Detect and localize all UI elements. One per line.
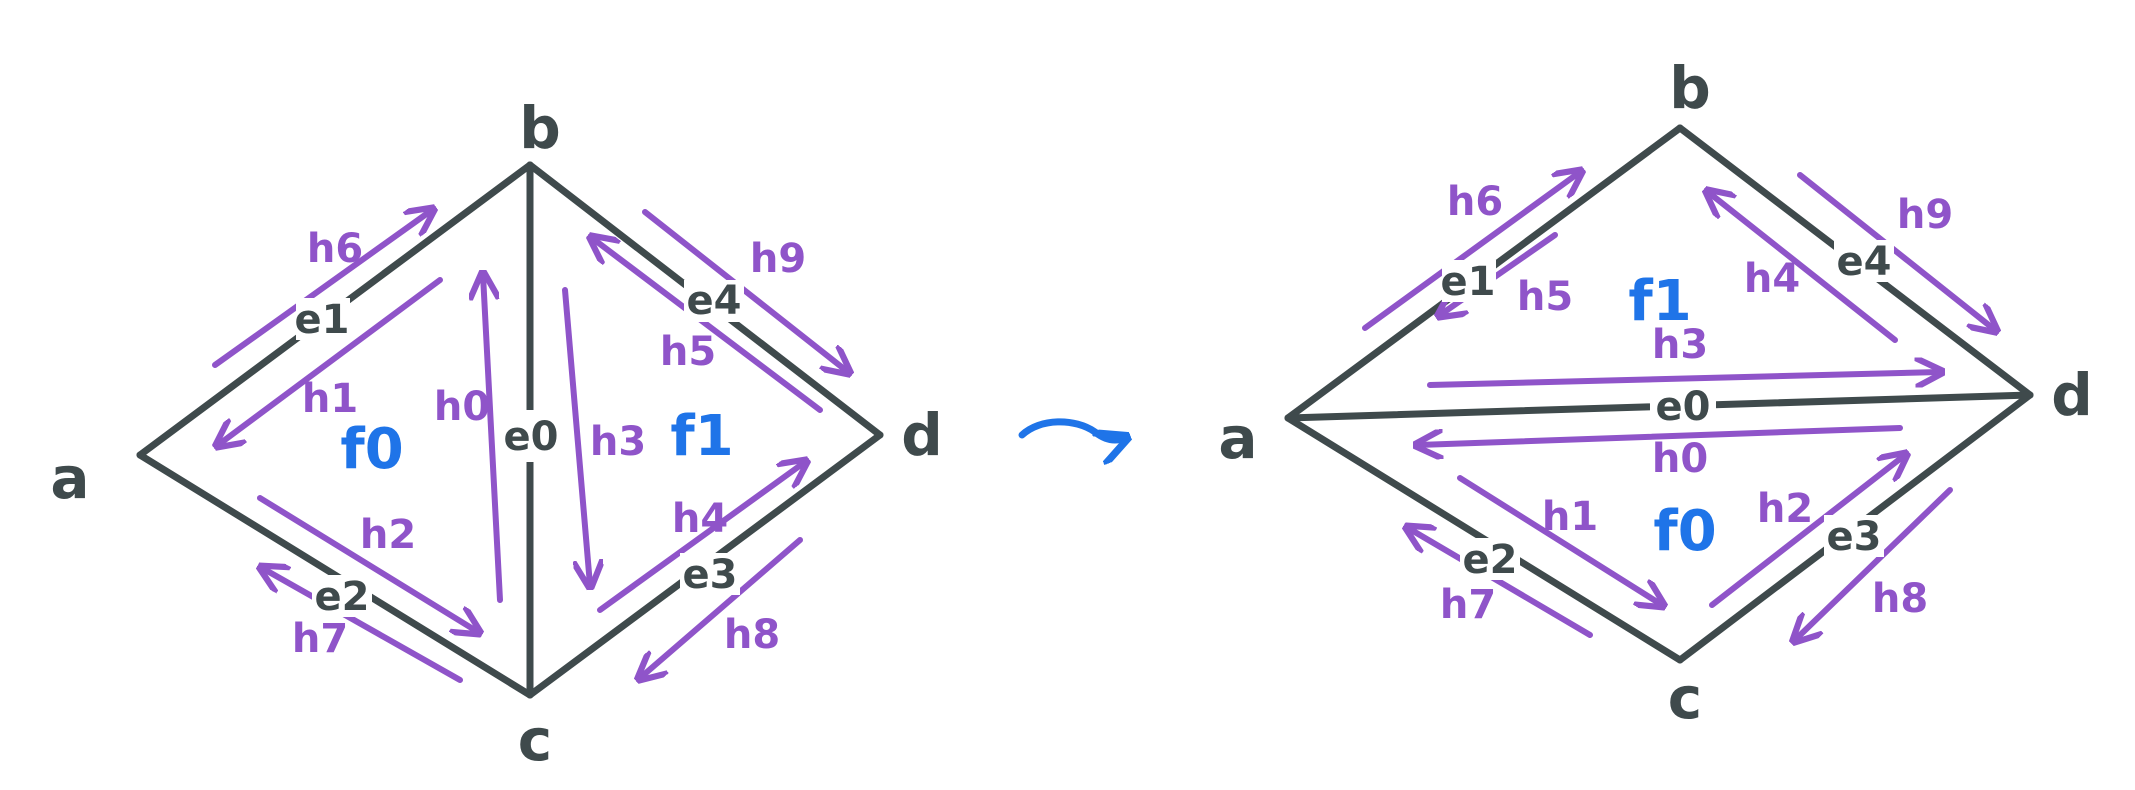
right-halfedge-h7 xyxy=(1408,528,1593,638)
right-vertex-label-b: b xyxy=(1669,54,1711,122)
left-halfedge-label-h3: h3 xyxy=(590,419,646,465)
left-halfedge-h9 xyxy=(642,209,848,372)
left-halfedge-label-h2: h2 xyxy=(360,512,416,558)
right-halfedge-label-h0: h0 xyxy=(1652,436,1708,482)
right-halfedge-label-h1: h1 xyxy=(1542,494,1598,540)
right-face-label-f1: f1 xyxy=(1628,269,1691,334)
right-halfedge-label-h8: h8 xyxy=(1872,576,1928,622)
left-halfedge-label-h6: h6 xyxy=(307,226,363,272)
left-halfedge-label-h1: h1 xyxy=(302,376,358,422)
right-halfedge-label-h6: h6 xyxy=(1447,179,1503,225)
right-halfedge-label-h9: h9 xyxy=(1897,192,1953,238)
left-edge-label-e4: e4 xyxy=(687,278,742,324)
right-edge-label-e0: e0 xyxy=(1656,384,1711,430)
left-halfedge-h7 xyxy=(262,568,463,683)
left-halfedge-label-h8: h8 xyxy=(724,612,780,658)
right-halfedge-h2 xyxy=(1709,455,1905,608)
right-halfedge-label-h4: h4 xyxy=(1744,256,1800,302)
left-face-label-f0: f0 xyxy=(340,417,403,482)
left-halfedge-label-h9: h9 xyxy=(750,236,806,282)
right-edge-label-e1: e1 xyxy=(1441,259,1496,305)
left-halfedge-h1 xyxy=(218,277,443,445)
right-halfedge-label-h3: h3 xyxy=(1652,322,1708,368)
left-edge-label-e3: e3 xyxy=(683,552,738,598)
right-halfedge-h8 xyxy=(1795,487,1953,640)
left-face-label-f1: f1 xyxy=(670,404,733,469)
left-halfedge-h6 xyxy=(212,210,432,368)
right-face-label-f0: f0 xyxy=(1653,499,1716,564)
left-vertex-label-c: c xyxy=(518,706,552,774)
left-halfedge-h5 xyxy=(592,238,823,413)
left-halfedge-label-h4: h4 xyxy=(672,496,728,542)
left-edge-label-e1: e1 xyxy=(295,297,350,343)
left-halfedge-h3 xyxy=(562,287,590,585)
right-halfedge-h4 xyxy=(1708,192,1898,343)
right-halfedge-h0 xyxy=(1418,425,1903,445)
right-halfedge-h1 xyxy=(1457,475,1662,605)
curved-right-arrow-icon xyxy=(1018,418,1125,440)
right-halfedge-h9 xyxy=(1797,172,1995,330)
right-vertex-label-c: c xyxy=(1668,664,1702,732)
right-edge-label-e4: e4 xyxy=(1837,239,1892,285)
left-halfedge-h2 xyxy=(257,495,478,632)
right-halfedge-h3 xyxy=(1427,372,1940,388)
right-mesh: a b c d e1 e4 e0 e2 e3 h6 h5 h4 h9 h3 h0… xyxy=(1218,54,2092,732)
left-edge-label-e0: e0 xyxy=(504,414,559,460)
left-vertex-label-b: b xyxy=(519,94,561,162)
right-vertex-label-d: d xyxy=(2051,361,2093,429)
left-halfedge-label-h5: h5 xyxy=(660,329,716,375)
right-vertex-label-a: a xyxy=(1218,404,1257,472)
left-mesh: a b c d e1 e2 e0 e4 e3 h6 h1 h2 h7 h0 h3… xyxy=(50,94,942,774)
left-vertex-label-d: d xyxy=(901,401,943,469)
right-edge-label-e3: e3 xyxy=(1827,514,1882,560)
left-halfedge-h4 xyxy=(597,462,805,613)
left-halfedge-label-h7: h7 xyxy=(292,616,348,662)
right-halfedge-label-h2: h2 xyxy=(1757,486,1813,532)
right-halfedge-h6 xyxy=(1362,172,1580,331)
right-halfedge-label-h5: h5 xyxy=(1517,274,1573,320)
right-halfedge-label-h7: h7 xyxy=(1440,582,1496,628)
right-edge-label-e2: e2 xyxy=(1463,537,1518,583)
left-vertex-label-a: a xyxy=(50,444,89,512)
left-edge-label-e2: e2 xyxy=(315,574,370,620)
left-halfedge-h0 xyxy=(483,275,503,603)
left-halfedge-label-h0: h0 xyxy=(434,384,490,430)
left-halfedge-h8 xyxy=(640,537,803,678)
